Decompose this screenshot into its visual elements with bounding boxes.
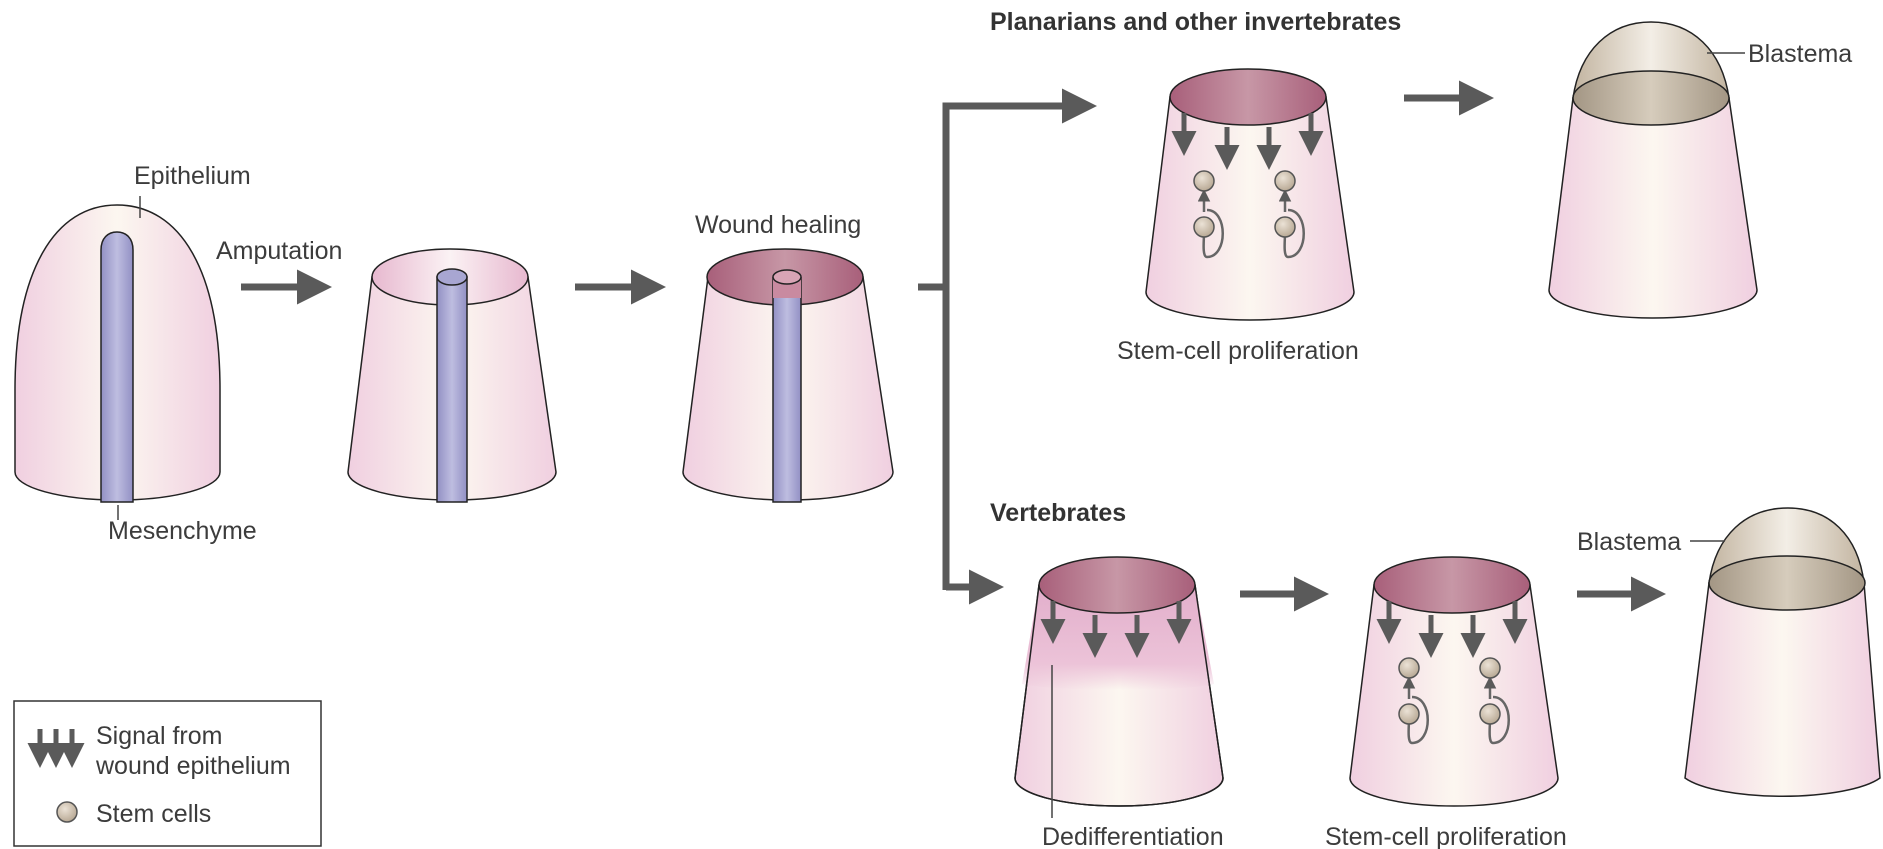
wound-healing-label: Wound healing — [695, 211, 861, 239]
wound-healed-stump — [683, 249, 893, 502]
stem-cell-proliferation-bottom-label: Stem-cell proliferation — [1325, 823, 1567, 849]
legend: Signal from wound epithelium Stem cells — [14, 701, 321, 846]
stem-cell-legend-icon — [57, 802, 77, 822]
planarians-header: Planarians and other invertebrates — [990, 8, 1401, 36]
dedifferentiation-stump — [1015, 557, 1223, 818]
planarian-stem-cell-stump — [1146, 69, 1354, 320]
planarian-regenerated-limb — [1549, 22, 1757, 318]
vertebrates-header: Vertebrates — [990, 499, 1126, 527]
vertebrate-regenerated-limb — [1685, 508, 1880, 796]
blastema-top-label: Blastema — [1748, 40, 1852, 68]
intact-appendage — [15, 196, 220, 520]
vertebrate-stem-cell-stump — [1350, 557, 1558, 806]
legend-signal-line2: wound epithelium — [95, 752, 291, 780]
amputated-stump — [348, 249, 556, 502]
dedifferentiation-label: Dedifferentiation — [1042, 823, 1224, 849]
amputation-label: Amputation — [216, 237, 342, 265]
mesenchyme-core — [101, 232, 133, 502]
legend-signal-line1: Signal from — [96, 722, 222, 750]
blastema-bottom-label: Blastema — [1577, 528, 1681, 556]
mesenchyme-label: Mesenchyme — [108, 517, 257, 545]
legend-stem-cells: Stem cells — [96, 800, 211, 828]
stem-cell-proliferation-top-label: Stem-cell proliferation — [1117, 337, 1359, 365]
epithelium-label: Epithelium — [134, 162, 251, 190]
